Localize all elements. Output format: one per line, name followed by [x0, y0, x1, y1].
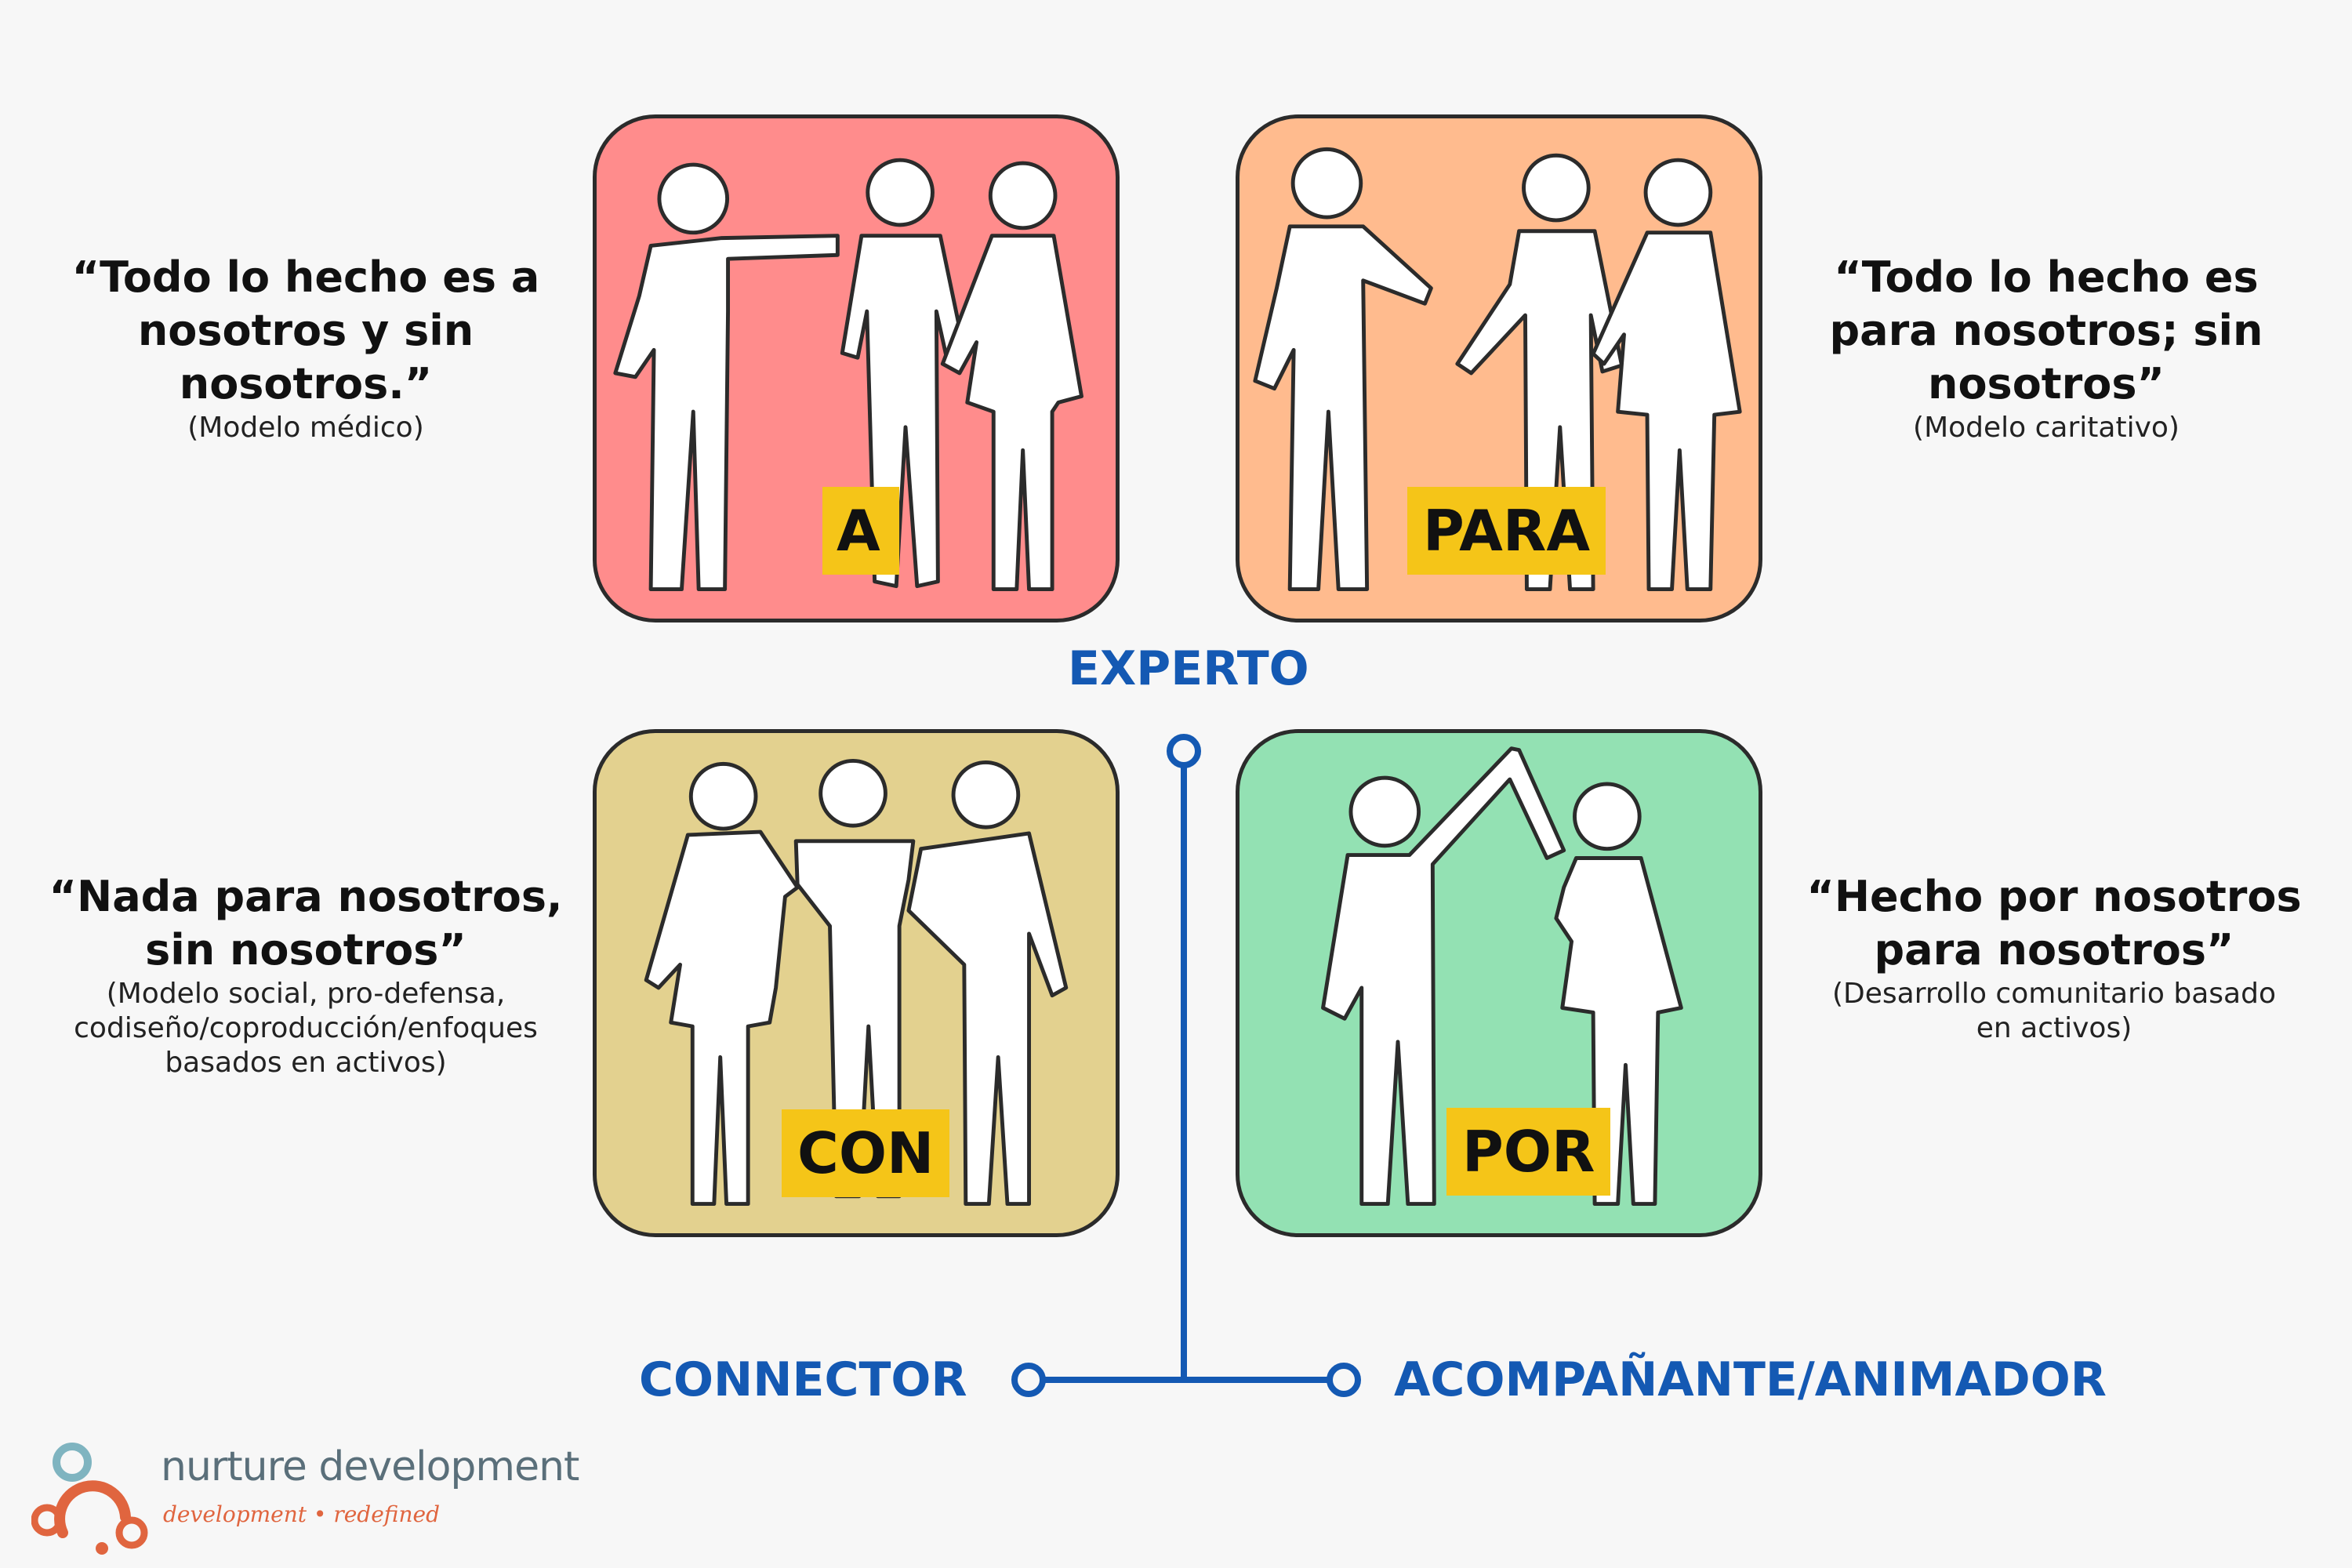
quote-a: “Todo lo hecho es a nosotros y sin nosot… [31, 251, 580, 445]
card-a: A [593, 114, 1120, 622]
card-con: CON [593, 729, 1120, 1237]
card-por: POR [1236, 729, 1762, 1237]
people-figures-icon [1321, 746, 1683, 1207]
quote-con: “Nada para nosotros, sin nosotros” (Mode… [16, 870, 596, 1080]
axis-left-node [1011, 1363, 1046, 1397]
quote-a-sub-1: (Modelo médico) [187, 412, 424, 444]
quote-con-line-1: “Nada para nosotros, [49, 872, 563, 921]
quote-con-sub-2: codiseño/coproducción/enfoques [74, 1012, 538, 1044]
logo-tagline: development • redefined [163, 1501, 440, 1527]
quote-con-sub-1: (Modelo social, pro-defensa, [106, 978, 506, 1010]
people-figures-icon [644, 758, 1069, 1207]
quote-con-line-2: sin nosotros” [145, 925, 466, 975]
card-para: PARA [1236, 114, 1762, 622]
card-a-label: A [822, 487, 899, 575]
quote-por-sub-1: (Desarrollo comunitario basado [1832, 978, 2276, 1010]
quote-a-line-3: nosotros.” [179, 359, 433, 408]
quote-a-line-1: “Todo lo hecho es a [71, 252, 540, 302]
quote-para: “Todo lo hecho es para nosotros; sin nos… [1772, 251, 2321, 445]
quote-por-sub-2: en activos) [1976, 1012, 2132, 1044]
card-por-label: POR [1446, 1108, 1611, 1196]
quote-con-sub-3: basados en activos) [165, 1047, 447, 1079]
axis-right-label: ACOMPAÑANTE/ANIMADOR [1394, 1352, 2107, 1407]
logo-name: nurture development [161, 1443, 579, 1490]
quote-por: “Hecho por nosotros para nosotros” (Desa… [1764, 870, 2344, 1046]
card-para-label: PARA [1407, 487, 1606, 575]
logo-mark-icon [31, 1443, 148, 1555]
axis-left-label: CONNECTOR [639, 1352, 967, 1407]
card-con-label: CON [782, 1109, 950, 1197]
quote-para-line-1: “Todo lo hecho es [1834, 252, 2259, 302]
nurture-development-logo: nurture development development • redefi… [31, 1439, 596, 1556]
quote-a-line-2: nosotros y sin [137, 306, 474, 355]
axis-top-node [1167, 734, 1201, 768]
quote-para-sub-1: (Modelo caritativo) [1913, 412, 2180, 444]
quote-para-line-2: para nosotros; sin [1829, 306, 2263, 355]
quote-por-line-1: “Hecho por nosotros [1806, 872, 2302, 921]
axis-top-label: EXPERTO [1068, 641, 1309, 696]
axis-right-node [1327, 1363, 1361, 1397]
quote-para-line-3: nosotros” [1928, 359, 2165, 408]
quote-por-line-2: para nosotros” [1874, 925, 2234, 975]
